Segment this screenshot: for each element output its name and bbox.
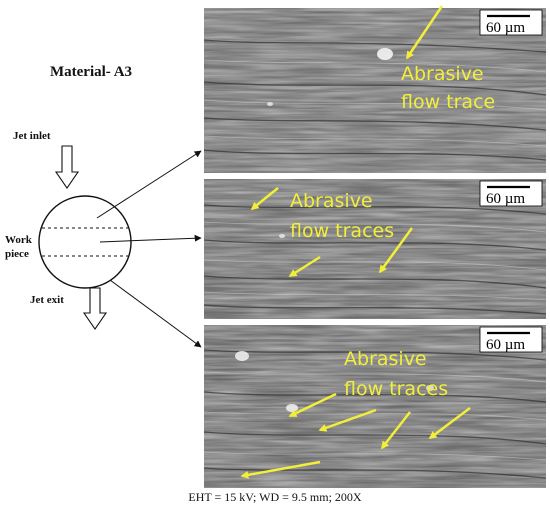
annotation-arrow-middle-2: [288, 255, 321, 278]
connector-to-middle-panel: [99, 234, 202, 243]
workpiece-circle: [38, 195, 132, 289]
annotation-bottom-line1: Abrasive: [344, 348, 427, 370]
scale-bar-box-middle: [479, 180, 543, 207]
annotation-arrow-top: [405, 5, 444, 60]
annotation-bottom-line2: flow traces: [344, 378, 448, 400]
annotation-arrow-bottom-3: [381, 411, 411, 450]
imaging-conditions-caption: EHT = 15 kV; WD = 9.5 mm; 200X: [188, 490, 362, 504]
scale-bar-box-top: [479, 9, 543, 36]
sem-panel-top: [204, 8, 546, 173]
connector-to-top-panel: [96, 150, 202, 219]
workpiece-label-line1: Work: [5, 234, 33, 246]
jet-exit-label: Jet exit: [30, 294, 64, 306]
annotation-arrow-bottom-5: [240, 460, 321, 479]
annotation-middle-line2: flow traces: [290, 220, 394, 242]
jet-exit-arrow-icon: [82, 287, 108, 330]
scale-label-middle: 60 µm: [486, 191, 525, 207]
annotation-top-line2: flow trace: [401, 91, 495, 113]
annotation-arrow-middle-1: [250, 187, 279, 211]
annotation-arrow-middle-3: [378, 227, 414, 274]
jet-inlet-label: Jet inlet: [13, 130, 51, 142]
workpiece-label-line2: piece: [5, 248, 29, 260]
scale-bar-box-bottom: [479, 326, 543, 353]
connector-to-bottom-panel: [109, 279, 202, 348]
annotation-arrow-bottom-4: [428, 407, 471, 439]
annotation-arrow-bottom-2: [318, 408, 377, 432]
annotation-top-line1: Abrasive: [401, 63, 484, 85]
jet-inlet-arrow-icon: [54, 145, 80, 189]
annotation-arrow-bottom-1: [288, 392, 337, 418]
scale-label-top: 60 µm: [486, 20, 525, 36]
material-title: Material- A3: [50, 64, 132, 80]
scale-label-bottom: 60 µm: [486, 337, 525, 353]
annotation-middle-line1: Abrasive: [290, 190, 373, 212]
